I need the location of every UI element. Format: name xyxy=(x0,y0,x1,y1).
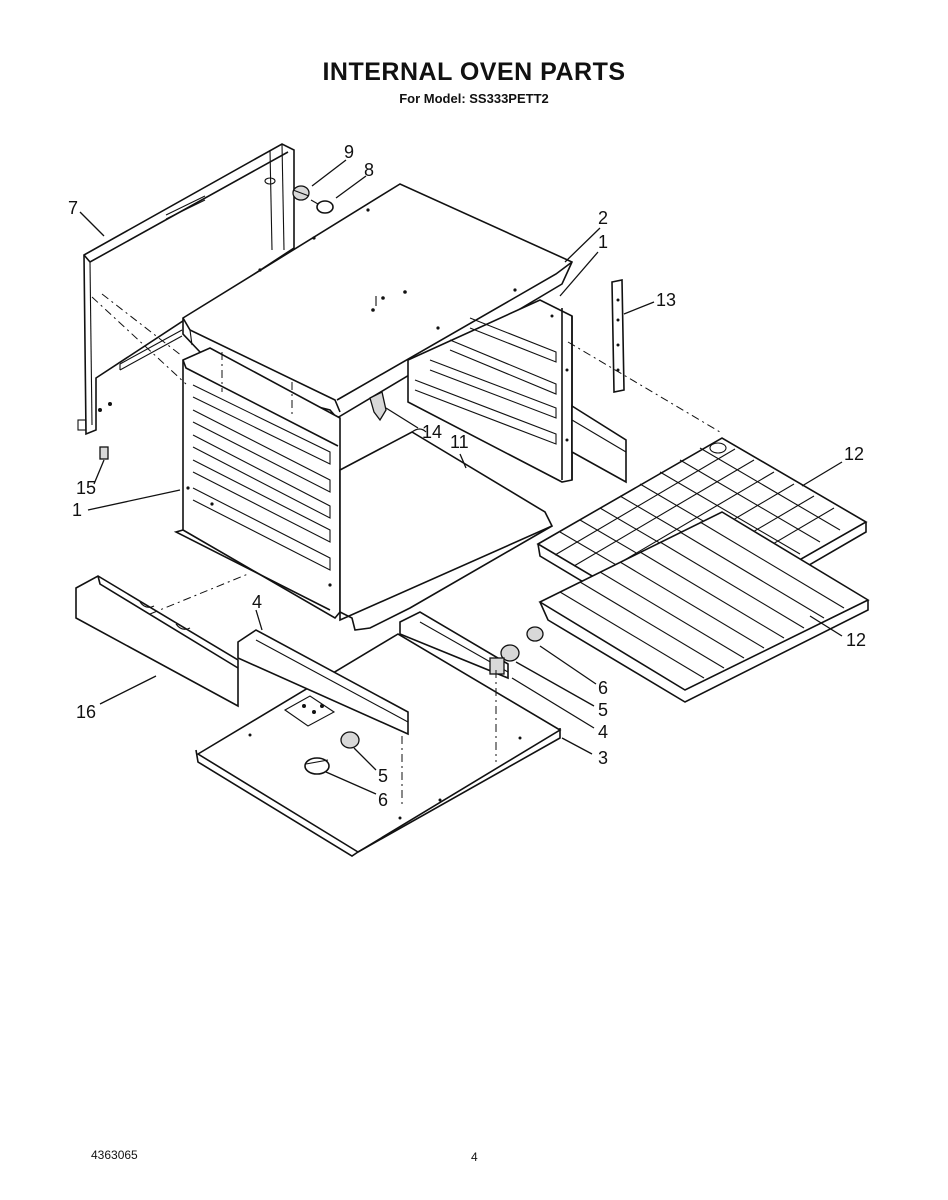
part-11-oven-bottom xyxy=(339,428,554,631)
callout-8: 8 xyxy=(364,160,374,180)
callout-4-right: 4 xyxy=(598,722,608,742)
callout-labels: 7 9 8 2 1 13 14 11 15 1 12 12 4 16 6 5 4… xyxy=(68,142,866,810)
callout-5-right: 5 xyxy=(598,700,608,720)
part-15-clip xyxy=(99,446,109,460)
page-number: 4 xyxy=(471,1150,478,1164)
part-14-bracket xyxy=(369,391,387,422)
callout-11: 11 xyxy=(450,432,469,452)
part-1-right-side-liner xyxy=(407,299,627,484)
callout-14: 14 xyxy=(422,422,442,442)
alignment-lines xyxy=(91,293,721,808)
model-subtitle: For Model: SS333PETT2 xyxy=(399,91,549,106)
callout-12-bottom: 12 xyxy=(846,630,866,650)
part-5-6-left-roller xyxy=(304,731,360,775)
part-13-rack-support-strip xyxy=(611,279,625,393)
callout-leader-lines xyxy=(79,159,843,795)
callout-2: 2 xyxy=(598,208,608,228)
part-16-front-trim xyxy=(75,575,239,708)
callout-3: 3 xyxy=(598,748,608,768)
callout-13: 13 xyxy=(656,290,676,310)
callout-1-left: 1 xyxy=(72,500,82,520)
part-8-lamp-bulb xyxy=(310,199,334,214)
callout-4-top: 4 xyxy=(252,592,262,612)
callout-5-bottom: 5 xyxy=(378,766,388,786)
document-number: 4363065 xyxy=(91,1148,138,1162)
part-12-lower-oven-rack xyxy=(538,511,870,703)
callout-1-right: 1 xyxy=(598,232,608,252)
callout-6-bottom: 6 xyxy=(378,790,388,810)
part-5-6-right-roller xyxy=(489,626,544,675)
callout-16: 16 xyxy=(76,702,96,722)
callout-9: 9 xyxy=(344,142,354,162)
callout-7: 7 xyxy=(68,198,78,218)
callout-15: 15 xyxy=(76,478,96,498)
part-9-lamp-socket xyxy=(264,177,310,201)
page-title: INTERNAL OVEN PARTS xyxy=(322,58,626,86)
part-4-left-channel xyxy=(237,629,409,736)
part-2-oven-top-liner xyxy=(119,183,574,420)
callout-12-top: 12 xyxy=(844,444,864,464)
callout-6-right: 6 xyxy=(598,678,608,698)
